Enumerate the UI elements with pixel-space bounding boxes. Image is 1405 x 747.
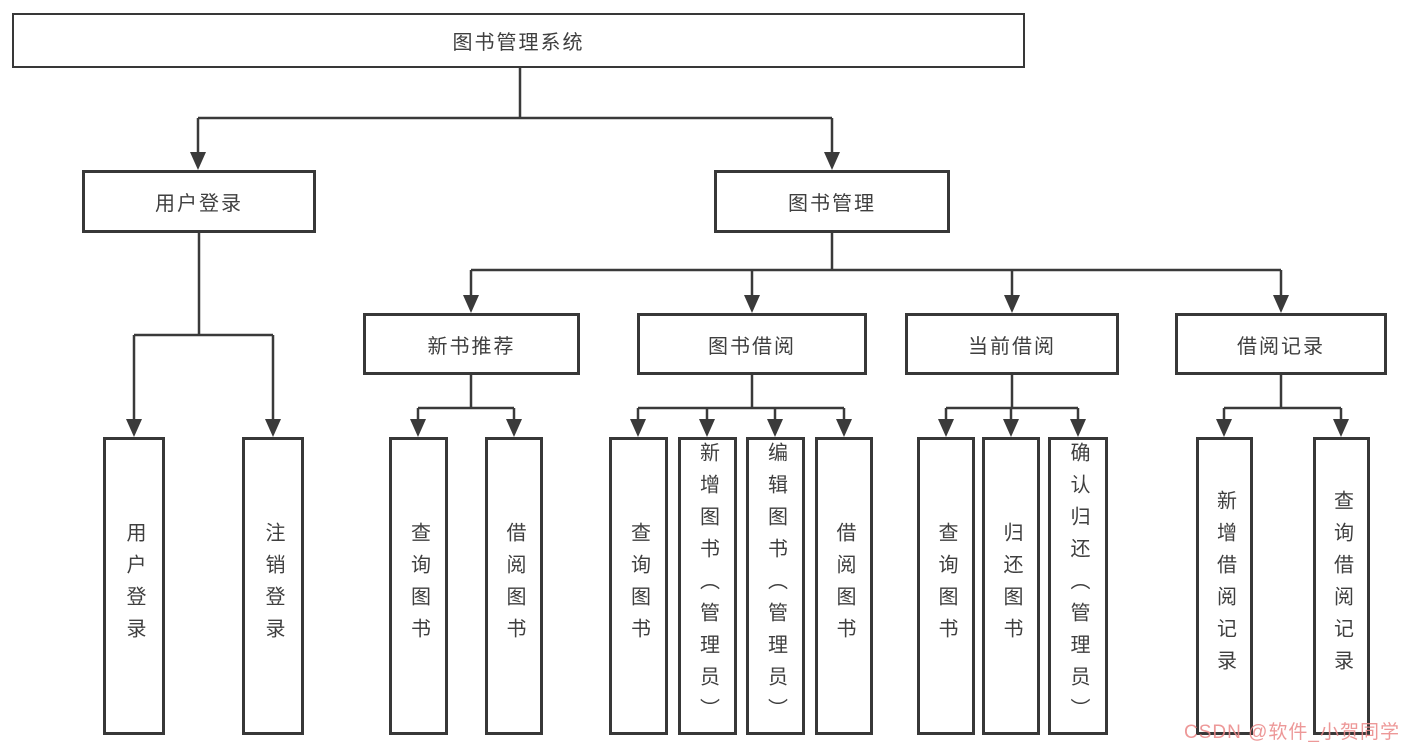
node-current-borrow: 当前借阅: [905, 313, 1119, 375]
leaf-query-books-borrow-label: 查询图书: [627, 522, 650, 650]
leaf-query-books-current: 查询图书: [917, 437, 975, 735]
leaf-confirm-return-admin-label: 确认归还（管理员）: [1067, 442, 1089, 730]
leaf-logout: 注销登录: [242, 437, 304, 735]
leaf-borrow-books: 借阅图书: [815, 437, 873, 735]
node-borrow-records: 借阅记录: [1175, 313, 1387, 375]
node-current-borrow-label: 当前借阅: [968, 335, 1056, 358]
leaf-borrow-books-recommend: 借阅图书: [485, 437, 543, 735]
watermark: CSDN @软件_小贺同学: [1184, 722, 1400, 743]
node-new-book-recommend: 新书推荐: [363, 313, 580, 375]
leaf-query-books-borrow: 查询图书: [609, 437, 668, 735]
leaf-edit-book-admin-label: 编辑图书（管理员）: [764, 442, 787, 730]
node-library-system: 图书管理系统: [12, 13, 1025, 68]
node-user-login: 用户登录: [82, 170, 316, 233]
leaf-query-books-recommend-label: 查询图书: [407, 522, 430, 650]
leaf-query-borrow-record-label: 查询借阅记录: [1330, 490, 1353, 682]
node-book-borrow: 图书借阅: [637, 313, 867, 375]
node-borrow-records-label: 借阅记录: [1237, 335, 1325, 358]
leaf-add-book-admin: 新增图书（管理员）: [678, 437, 737, 735]
leaf-add-borrow-record-label: 新增借阅记录: [1213, 490, 1236, 682]
leaf-user-login-label: 用户登录: [123, 522, 145, 650]
leaf-borrow-books-recommend-label: 借阅图书: [503, 522, 525, 650]
leaf-add-borrow-record: 新增借阅记录: [1196, 437, 1253, 735]
node-library-system-label: 图书管理系统: [452, 32, 585, 54]
leaf-borrow-books-label: 借阅图书: [833, 522, 855, 650]
leaf-edit-book-admin: 编辑图书（管理员）: [746, 437, 805, 735]
leaf-confirm-return-admin: 确认归还（管理员）: [1048, 437, 1108, 735]
leaf-return-books: 归还图书: [982, 437, 1040, 735]
leaf-query-borrow-record: 查询借阅记录: [1313, 437, 1370, 735]
leaf-query-books-recommend: 查询图书: [389, 437, 448, 735]
connector-path: [132, 67, 1343, 423]
leaf-return-books-label: 归还图书: [1000, 522, 1022, 650]
node-new-book-recommend-label: 新书推荐: [427, 335, 516, 358]
leaf-user-login: 用户登录: [103, 437, 165, 735]
leaf-add-book-admin-label: 新增图书（管理员）: [696, 442, 719, 730]
node-book-management-label: 图书管理: [788, 193, 876, 215]
leaf-query-books-current-label: 查询图书: [935, 522, 957, 650]
node-user-login-label: 用户登录: [155, 193, 243, 215]
leaf-logout-label: 注销登录: [262, 522, 284, 650]
node-book-borrow-label: 图书借阅: [708, 335, 796, 358]
node-book-management: 图书管理: [714, 170, 950, 233]
